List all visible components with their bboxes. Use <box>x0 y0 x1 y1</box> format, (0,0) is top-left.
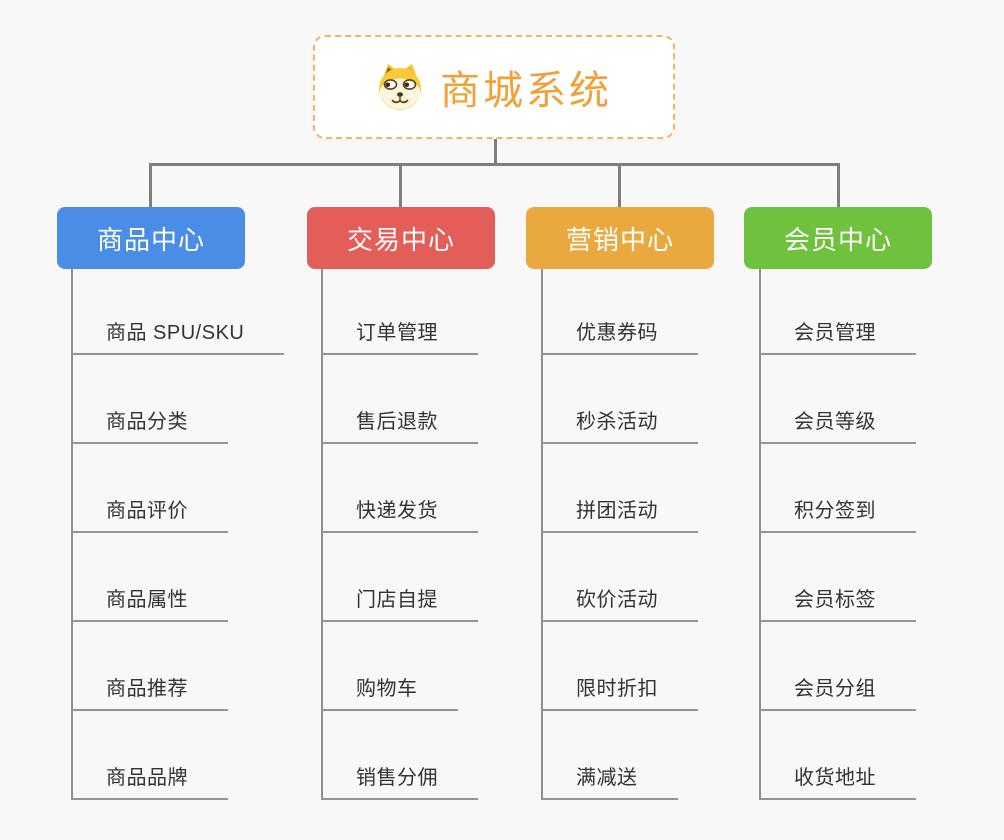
subtopic-node[interactable]: 商品品牌 <box>71 761 228 800</box>
connector-drop <box>837 163 840 208</box>
subtopic-node[interactable]: 会员标签 <box>759 583 916 622</box>
connector-drop <box>618 163 621 208</box>
sub-item-row: 购物车 <box>321 622 478 711</box>
subtopic-node[interactable]: 砍价活动 <box>541 583 698 622</box>
root-topic-node[interactable]: 商城系统 <box>313 35 675 139</box>
sub-item-row: 满减送 <box>541 711 698 800</box>
sub-item-row: 商品 SPU/SKU <box>71 266 285 355</box>
subtopic-node[interactable]: 商品 SPU/SKU <box>71 316 285 355</box>
subtopic-node[interactable]: 拼团活动 <box>541 494 698 533</box>
sub-item-row: 订单管理 <box>321 266 478 355</box>
sub-item-row: 销售分佣 <box>321 711 478 800</box>
subtopic-node[interactable]: 购物车 <box>321 672 458 711</box>
subtopic-node[interactable]: 销售分佣 <box>321 761 478 800</box>
sub-item-row: 售后退款 <box>321 355 478 444</box>
connector-drop <box>149 163 152 208</box>
sub-item-row: 商品品牌 <box>71 711 284 800</box>
branch-items-marketing-center: 优惠券码 秒杀活动 拼团活动 砍价活动 限时折扣 满减送 <box>541 266 698 800</box>
subtopic-node[interactable]: 快递发货 <box>321 494 478 533</box>
branch-items-trade-center: 订单管理 售后退款 快递发货 门店自提 购物车 销售分佣 <box>321 266 478 800</box>
subtopic-node[interactable]: 商品评价 <box>71 494 228 533</box>
sub-item-row: 收货地址 <box>759 711 916 800</box>
branch-spine-line <box>321 269 323 800</box>
sub-item-row: 积分签到 <box>759 444 916 533</box>
branch-node-trade-center[interactable]: 交易中心 <box>307 207 495 269</box>
subtopic-node[interactable]: 商品分类 <box>71 405 228 444</box>
subtopic-node[interactable]: 限时折扣 <box>541 672 698 711</box>
subtopic-node[interactable]: 会员管理 <box>759 316 916 355</box>
dog-face-icon <box>379 64 421 110</box>
subtopic-node[interactable]: 秒杀活动 <box>541 405 698 444</box>
branch-spine-line <box>71 269 73 800</box>
sub-item-row: 商品评价 <box>71 444 284 533</box>
sub-item-row: 拼团活动 <box>541 444 698 533</box>
connector-horizontal <box>150 163 840 166</box>
sub-item-row: 商品属性 <box>71 533 284 622</box>
connector-drop <box>399 163 402 208</box>
subtopic-node[interactable]: 满减送 <box>541 761 678 800</box>
branch-items-member-center: 会员管理 会员等级 积分签到 会员标签 会员分组 收货地址 <box>759 266 916 800</box>
sub-item-row: 会员等级 <box>759 355 916 444</box>
sub-item-row: 门店自提 <box>321 533 478 622</box>
subtopic-node[interactable]: 商品属性 <box>71 583 228 622</box>
sub-item-row: 商品推荐 <box>71 622 284 711</box>
subtopic-node[interactable]: 优惠券码 <box>541 316 698 355</box>
sub-item-row: 会员标签 <box>759 533 916 622</box>
sub-item-row: 会员分组 <box>759 622 916 711</box>
subtopic-node[interactable]: 收货地址 <box>759 761 916 800</box>
root-topic-title: 商城系统 <box>440 69 612 113</box>
branch-node-marketing-center[interactable]: 营销中心 <box>526 207 714 269</box>
subtopic-node[interactable]: 订单管理 <box>321 316 478 355</box>
subtopic-node[interactable]: 门店自提 <box>321 583 478 622</box>
sub-item-row: 优惠券码 <box>541 266 698 355</box>
branch-items-product-center: 商品 SPU/SKU 商品分类 商品评价 商品属性 商品推荐 商品品牌 <box>71 266 285 800</box>
sub-item-row: 秒杀活动 <box>541 355 698 444</box>
branch-node-product-center[interactable]: 商品中心 <box>57 207 245 269</box>
branch-spine-line <box>541 269 543 800</box>
sub-item-row: 限时折扣 <box>541 622 698 711</box>
subtopic-node[interactable]: 会员等级 <box>759 405 916 444</box>
subtopic-node[interactable]: 会员分组 <box>759 672 916 711</box>
sub-item-row: 砍价活动 <box>541 533 698 622</box>
subtopic-node[interactable]: 积分签到 <box>759 494 916 533</box>
subtopic-node[interactable]: 商品推荐 <box>71 672 228 711</box>
branch-spine-line <box>759 269 761 800</box>
sub-item-row: 快递发货 <box>321 444 478 533</box>
branch-node-member-center[interactable]: 会员中心 <box>744 207 932 269</box>
subtopic-node[interactable]: 售后退款 <box>321 405 478 444</box>
sub-item-row: 会员管理 <box>759 266 916 355</box>
connector-root-stub <box>494 139 497 165</box>
sub-item-row: 商品分类 <box>71 355 284 444</box>
